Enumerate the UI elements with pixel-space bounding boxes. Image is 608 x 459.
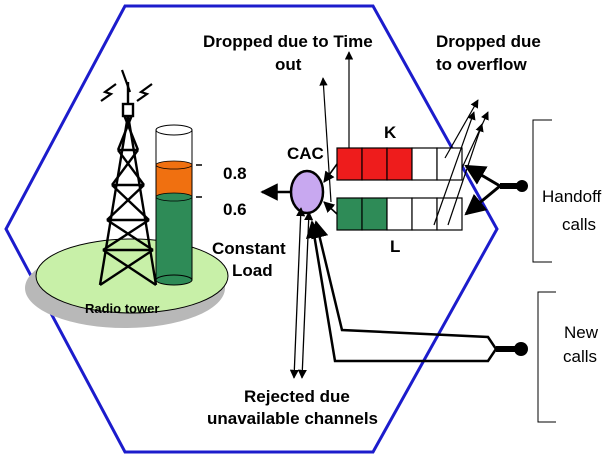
threshold-low-label: 0.6 <box>223 200 247 219</box>
queue-l-slot <box>386 197 413 231</box>
queue-k-slot <box>386 147 413 181</box>
overflow-arrow-2 <box>461 111 489 169</box>
queue-l-slot <box>411 197 438 231</box>
new-calls-label-line1: New <box>564 323 599 342</box>
new-calls-bracket <box>537 291 556 423</box>
queue-l-label: L <box>390 237 400 256</box>
queue-k-to-cac-arrow <box>323 163 338 183</box>
overflow-arrow-3 <box>433 111 476 226</box>
handoff-to-l-arrow <box>464 184 501 216</box>
queue-l-slot <box>336 197 363 231</box>
cac-label: CAC <box>287 144 324 163</box>
handoff-queue <box>336 147 463 181</box>
new-calls-source-dot <box>514 342 528 356</box>
new-call-queue <box>336 197 463 231</box>
overflow-arrow-1 <box>444 99 479 159</box>
dropped-overflow-line2: to overflow <box>436 55 527 74</box>
cac-node <box>289 169 325 215</box>
rejected-arrow-2 <box>297 211 314 379</box>
queue-k-slot <box>336 147 363 181</box>
new-call-path-upper <box>311 220 498 350</box>
handoff-to-k-arrow <box>464 164 501 188</box>
timeout-arrow-2 <box>319 77 332 203</box>
radio-tower-label: Radio tower <box>85 301 159 316</box>
new-call-path-lower <box>305 220 498 363</box>
threshold-high-label: 0.8 <box>223 164 247 183</box>
dropped-timeout-line1: Dropped due to Time <box>203 32 373 51</box>
cell-hexagon <box>4 4 499 454</box>
antenna-signal-icon <box>100 69 153 102</box>
queue-l-slot <box>436 197 463 231</box>
handoff-bracket <box>532 119 552 263</box>
queue-l-slot <box>361 197 388 231</box>
load-orange-segment <box>156 165 192 197</box>
queue-k-label: K <box>384 123 397 142</box>
dropped-timeout-line2: out <box>275 55 302 74</box>
handoff-label-line1: Handoff <box>542 187 602 206</box>
queue-l-to-cac-arrow <box>323 201 338 215</box>
handoff-label-line2: calls <box>562 215 596 234</box>
handoff-source-dot <box>516 180 528 192</box>
queue-k-slot <box>361 147 388 181</box>
constant-load-line2: Load <box>232 261 273 280</box>
dropped-overflow-line1: Dropped due <box>436 32 541 51</box>
constant-load-line1: Constant <box>212 239 286 258</box>
new-calls-label-line2: calls <box>563 347 597 366</box>
rejected-arrow-1 <box>289 207 306 379</box>
load-green-segment <box>156 197 192 280</box>
rejected-line2: unavailable channels <box>207 409 378 428</box>
rejected-line1: Rejected due <box>244 387 350 406</box>
queue-k-slot <box>411 147 438 181</box>
queue-k-slot <box>436 147 463 181</box>
load-cylinder <box>155 124 202 286</box>
